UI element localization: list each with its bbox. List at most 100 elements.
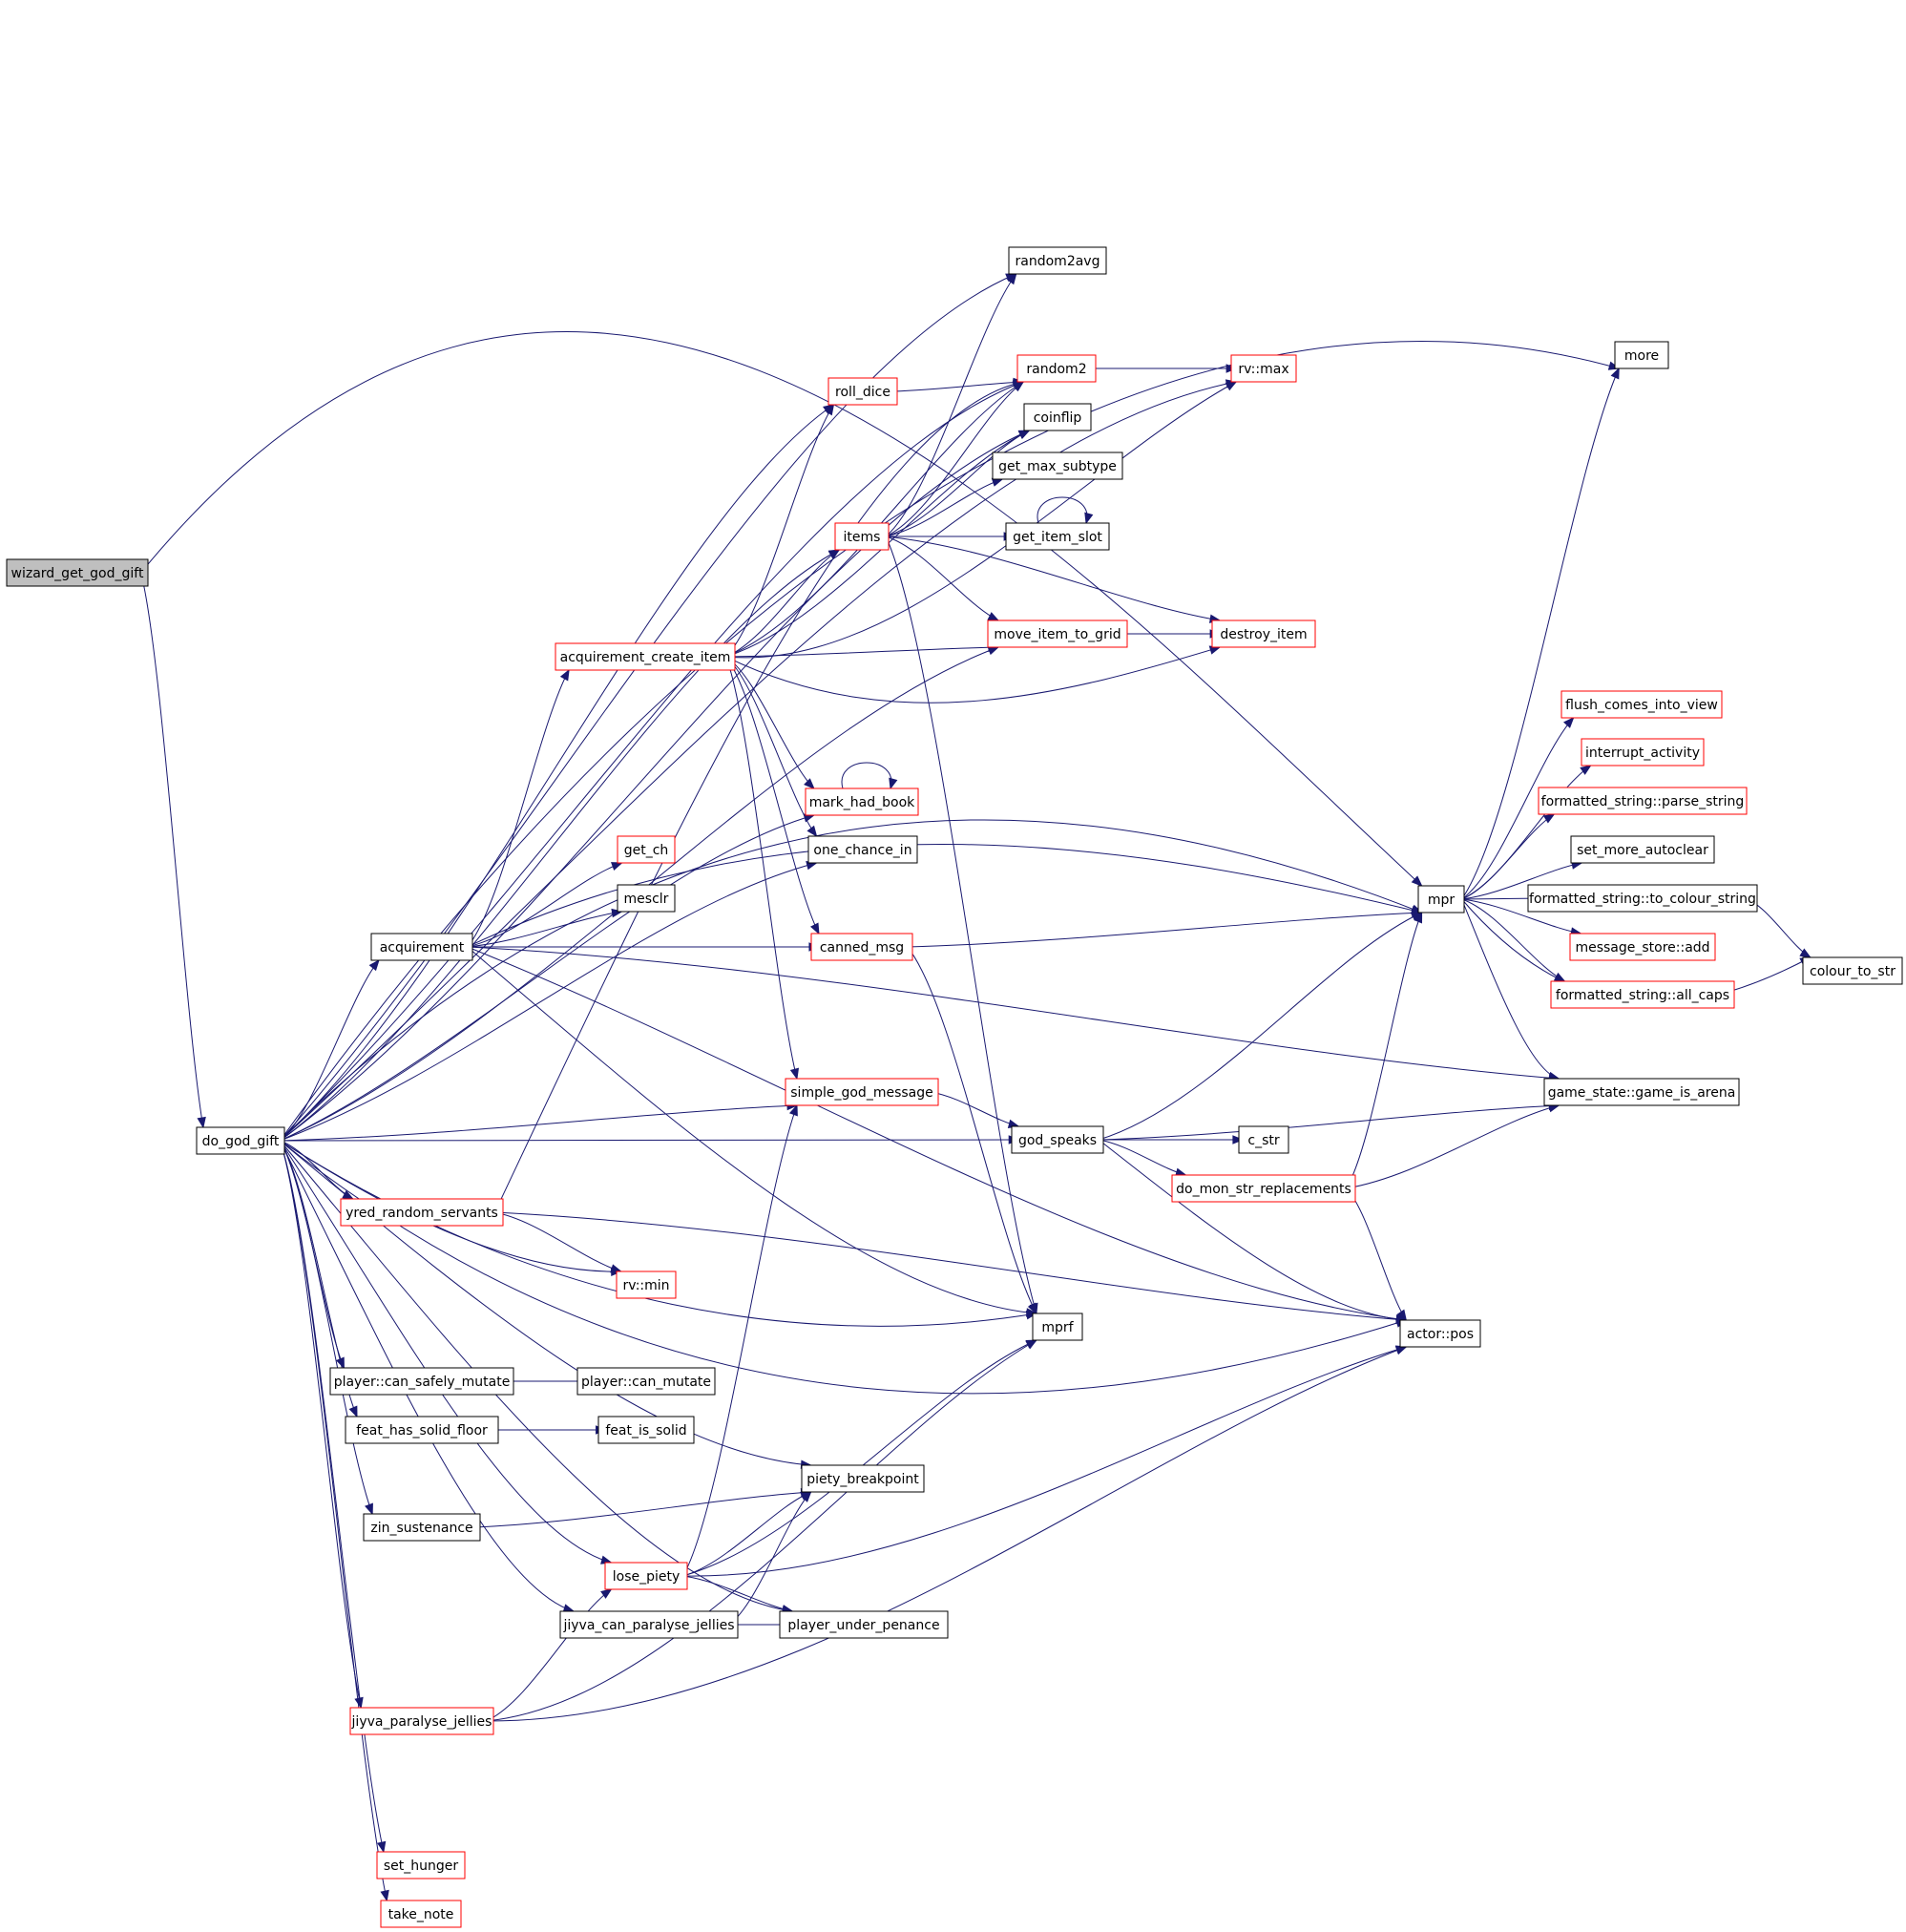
- edge-yred_random_servants-to-actor_pos: [494, 1211, 1408, 1324]
- node-label: rv::max: [1238, 362, 1288, 377]
- edge-line: [1461, 813, 1555, 900]
- node-interrupt-activity[interactable]: interrupt_activity: [1581, 738, 1705, 766]
- edge-do_mon_str_replacements-to-actor_pos: [1346, 1187, 1408, 1322]
- edge-line: [725, 656, 798, 1080]
- node-label: piety_breakpoint: [806, 1472, 919, 1487]
- node-mesclr[interactable]: mesclr: [617, 884, 676, 913]
- node-mark-had-book[interactable]: mark_had_book: [805, 788, 919, 816]
- edge-god_speaks-to-do_mon_str_replacements: [1099, 1139, 1187, 1177]
- arrowhead-icon: [1580, 765, 1592, 775]
- node-box: [380, 1900, 462, 1928]
- node-god-speaks[interactable]: god_speaks: [1011, 1125, 1104, 1154]
- node-mprf[interactable]: mprf: [1032, 1312, 1083, 1341]
- edge-line: [682, 1491, 811, 1577]
- node-box: [345, 1416, 499, 1444]
- edge-acquirement-to-game_state_game_is_arena: [467, 946, 1560, 1082]
- edge-line: [1346, 1104, 1560, 1189]
- node-random2avg[interactable]: random2avg: [1008, 246, 1107, 275]
- node-canned-msg[interactable]: canned_msg: [810, 933, 913, 961]
- node-formatted-string-to-colour-string[interactable]: formatted_string::to_colour_string: [1527, 884, 1758, 913]
- node-do-mon-str-replacements[interactable]: do_mon_str_replacements: [1171, 1174, 1356, 1203]
- edge-line: [907, 912, 1422, 948]
- edge-line: [486, 1339, 1037, 1722]
- node-items[interactable]: items: [834, 522, 890, 551]
- node-box: [597, 1416, 695, 1444]
- arrowhead-icon: [800, 1491, 812, 1502]
- node-label: mpr: [1428, 892, 1456, 908]
- node-wizard-get-god-gift[interactable]: wizard_get_god_gift: [6, 558, 149, 587]
- node-box: [805, 788, 919, 816]
- edge-do_god_gift-to-coinflip: [280, 430, 1031, 1142]
- edge-line: [886, 536, 999, 621]
- node-label: player::can_mutate: [581, 1375, 711, 1390]
- node-set-hunger[interactable]: set_hunger: [376, 1851, 466, 1880]
- node-do-god-gift[interactable]: do_god_gift: [196, 1126, 285, 1155]
- edge-line: [280, 1104, 798, 1142]
- node-layer: wizard_get_god_gift do_god_gift more mpr ran…: [6, 246, 1903, 1928]
- node-box: [1016, 354, 1097, 383]
- edge-acquirement_create_item-to-canned_msg: [725, 656, 820, 935]
- node-destroy-item[interactable]: destroy_item: [1211, 620, 1316, 648]
- node-label: game_state::game_is_arena: [1548, 1085, 1736, 1101]
- node-roll-dice[interactable]: roll_dice: [827, 377, 898, 406]
- node-get-max-subtype[interactable]: get_max_subtype: [992, 452, 1123, 480]
- node-label: acquirement: [380, 940, 465, 956]
- node-move-item-to-grid[interactable]: move_item_to_grid: [987, 620, 1128, 648]
- node-feat-is-solid[interactable]: feat_is_solid: [597, 1416, 695, 1444]
- edge-acquirement_create_item-to-destroy_item: [725, 645, 1222, 704]
- node-lose-piety[interactable]: lose_piety: [604, 1562, 688, 1590]
- node-jiyva-can-paralyse-jellies[interactable]: jiyva_can_paralyse_jellies: [559, 1610, 739, 1639]
- arrowhead-icon: [611, 862, 623, 872]
- node-flush-comes-into-view[interactable]: flush_comes_into_view: [1560, 690, 1723, 719]
- node-random2[interactable]: random2: [1016, 354, 1097, 383]
- node-rv-min[interactable]: rv::min: [616, 1270, 677, 1299]
- edge-move_item_to_grid-to-destroy_item: [1120, 629, 1222, 639]
- node-get-ch[interactable]: get_ch: [617, 835, 676, 864]
- node-label: one_chance_in: [813, 843, 911, 858]
- edge-line: [725, 646, 1221, 704]
- node-player-can-mutate[interactable]: player::can_mutate: [576, 1367, 716, 1396]
- node-piety-breakpoint[interactable]: piety_breakpoint: [801, 1464, 925, 1493]
- arrowhead-icon: [1026, 1308, 1038, 1317]
- node-message-store-add[interactable]: message_store::add: [1569, 933, 1716, 961]
- node-label: feat_has_solid_floor: [356, 1423, 488, 1438]
- node-formatted-string-parse-string[interactable]: formatted_string::parse_string: [1538, 787, 1748, 815]
- node-colour-to-str[interactable]: colour_to_str: [1802, 956, 1903, 985]
- node-feat-has-solid-floor[interactable]: feat_has_solid_floor: [345, 1416, 499, 1444]
- node-acquirement-create-item[interactable]: acquirement_create_item: [555, 642, 736, 671]
- edge-player_can_safely_mutate-to-player_can_mutate: [504, 1376, 590, 1386]
- node-label: yred_random_servants: [346, 1206, 498, 1221]
- node-label: formatted_string::all_caps: [1556, 988, 1729, 1003]
- node-c-str[interactable]: c_str: [1238, 1125, 1289, 1154]
- node-mpr[interactable]: mpr: [1417, 885, 1465, 914]
- edge-line: [682, 1346, 1407, 1577]
- edge-wizard_get_god_gift-to-mpr: [140, 331, 1423, 887]
- node-simple-god-message[interactable]: simple_god_message: [785, 1078, 939, 1106]
- node-yred-random-servants[interactable]: yred_random_servants: [340, 1198, 504, 1227]
- node-player-can-safely-mutate[interactable]: player::can_safely_mutate: [329, 1367, 514, 1396]
- edge-line: [1461, 862, 1582, 900]
- node-zin-sustenance[interactable]: zin_sustenance: [363, 1513, 481, 1542]
- node-formatted-string-all-caps[interactable]: formatted_string::all_caps: [1550, 980, 1735, 1009]
- node-box: [576, 1367, 716, 1396]
- node-acquirement[interactable]: acquirement: [370, 933, 473, 961]
- edge-line: [885, 381, 1024, 537]
- node-jiyva-paralyse-jellies[interactable]: jiyva_paralyse_jellies: [349, 1707, 494, 1735]
- node-take-note[interactable]: take_note: [380, 1900, 462, 1928]
- node-label: lose_piety: [613, 1569, 681, 1585]
- node-game-state-game-is-arena[interactable]: game_state::game_is_arena: [1543, 1078, 1740, 1106]
- edge-line: [280, 430, 1030, 1142]
- node-label: simple_god_message: [790, 1085, 932, 1101]
- node-more[interactable]: more: [1614, 341, 1669, 369]
- node-player-under-penance[interactable]: player_under_penance: [779, 1610, 949, 1639]
- node-coinflip[interactable]: coinflip: [1023, 403, 1092, 431]
- node-get-item-slot[interactable]: get_item_slot: [1005, 522, 1110, 551]
- arrowhead-icon: [342, 1189, 354, 1200]
- node-set-more-autoclear[interactable]: set_more_autoclear: [1570, 835, 1715, 864]
- node-actor-pos[interactable]: actor::pos: [1399, 1319, 1481, 1348]
- node-box: [785, 1078, 939, 1106]
- node-rv-max[interactable]: rv::max: [1230, 354, 1297, 383]
- edge-mpr-to-flush_comes_into_view: [1461, 717, 1575, 900]
- edge-line: [725, 656, 815, 789]
- node-one-chance-in[interactable]: one_chance_in: [807, 835, 918, 864]
